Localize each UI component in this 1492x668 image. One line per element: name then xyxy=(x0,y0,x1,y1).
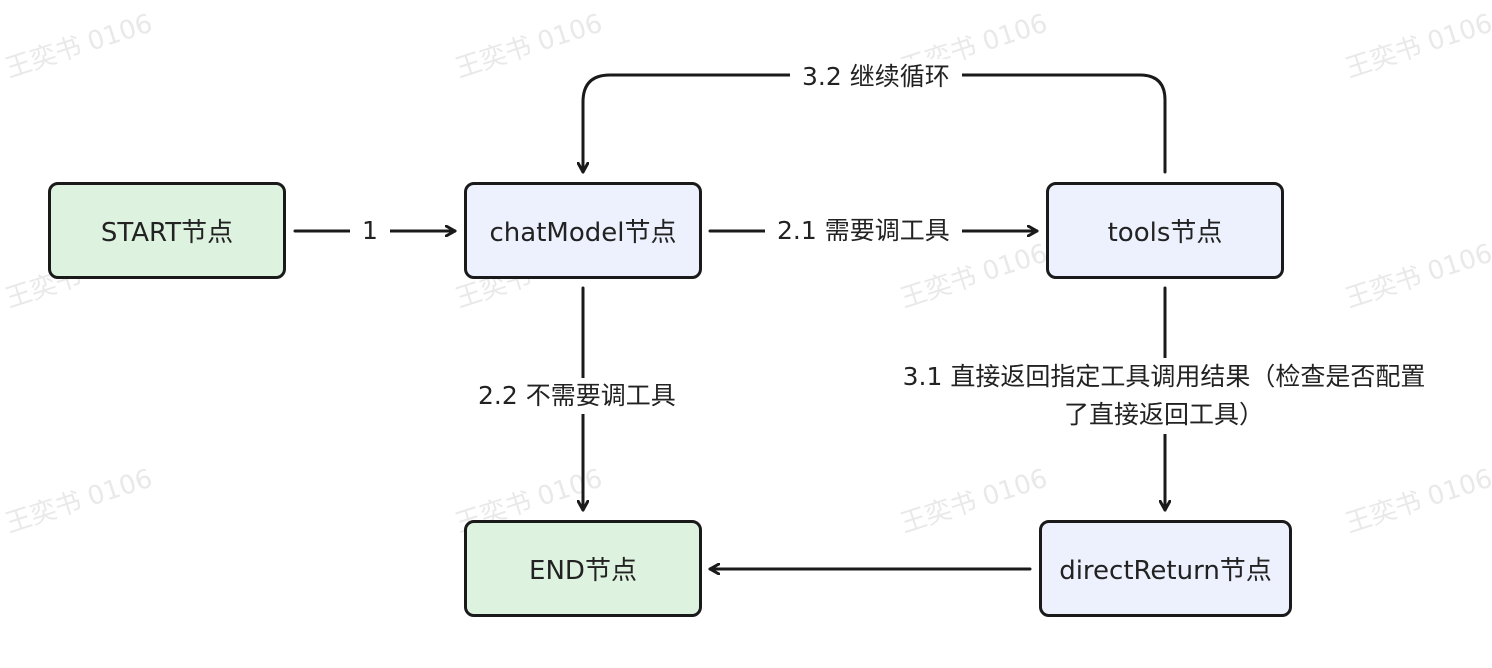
edge-label-tools-direct: 3.1 直接返回指定工具调用结果（检查是否配置了直接返回工具） xyxy=(898,358,1430,434)
edge-label-chat-end: 2.2 不需要调工具 xyxy=(468,378,686,414)
end-node: END节点 xyxy=(464,520,702,617)
chat-model-node: chatModel节点 xyxy=(464,182,702,279)
direct-return-node: directReturn节点 xyxy=(1039,520,1292,617)
edge-label-start-chat: 1 xyxy=(350,213,390,249)
end-node-label: END节点 xyxy=(529,556,637,586)
tools-node-label: tools节点 xyxy=(1107,218,1223,248)
edge-label-chat-tools: 2.1 需要调工具 xyxy=(765,213,962,249)
tools-node: tools节点 xyxy=(1046,182,1284,279)
direct-return-node-label: directReturn节点 xyxy=(1059,556,1272,586)
start-node-label: START节点 xyxy=(100,218,234,248)
start-node: START节点 xyxy=(48,182,286,279)
edge-label-tools-chat-loop: 3.2 继续循环 xyxy=(790,59,962,95)
chat-model-node-label: chatModel节点 xyxy=(489,218,677,248)
